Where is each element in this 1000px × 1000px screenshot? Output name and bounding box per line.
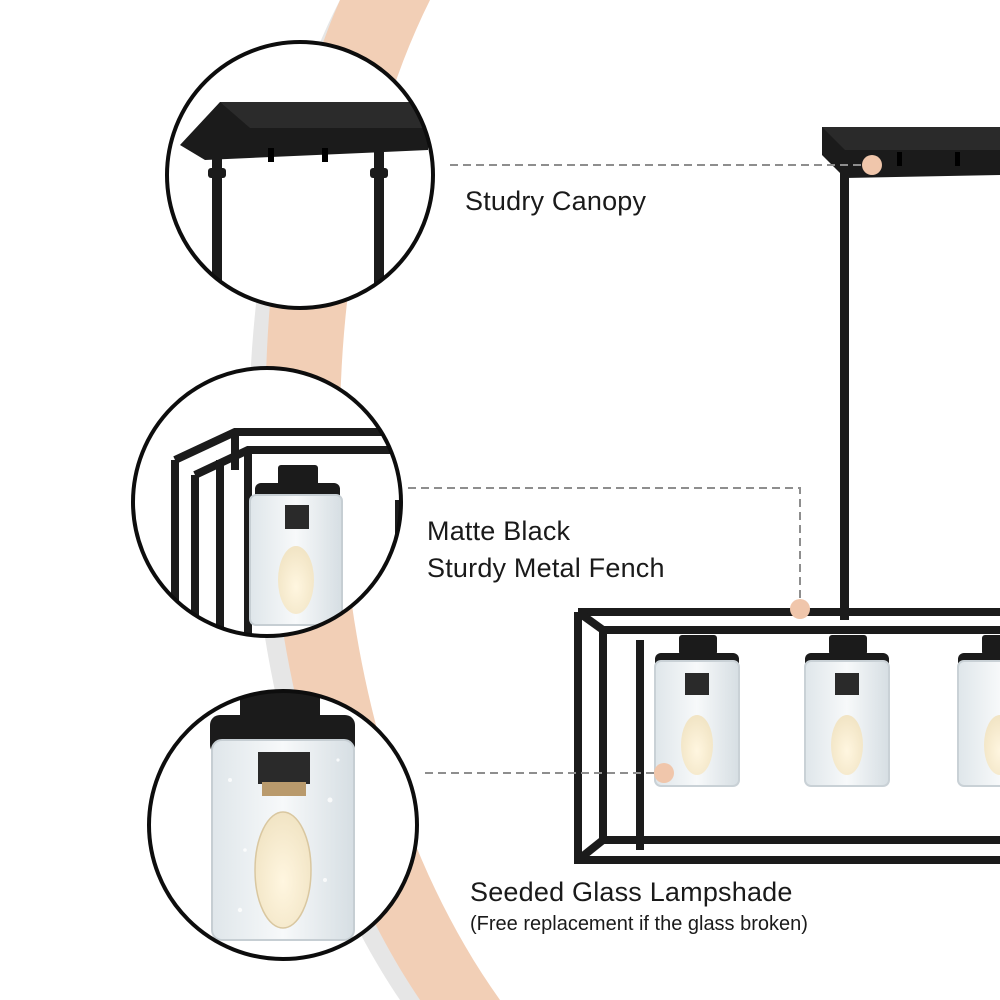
callout-dots	[654, 155, 882, 783]
frame-closeup-image	[131, 366, 403, 638]
canopy-label: Studry Canopy	[465, 186, 647, 216]
fixture-frame	[574, 608, 1000, 864]
callout-fence: Matte Black Sturdy Metal Fench	[427, 513, 665, 587]
fixture-rod	[840, 170, 849, 620]
dot-canopy	[862, 155, 882, 175]
lampshade-closeup-image	[147, 689, 419, 961]
leader-fence	[408, 487, 801, 605]
chandelier-fixture	[574, 127, 1000, 864]
glass-note: (Free replacement if the glass broken)	[470, 913, 808, 935]
fence-label-line2: Sturdy Metal Fench	[427, 553, 665, 583]
callout-leaders	[408, 164, 868, 774]
glass-label: Seeded Glass Lampshade	[470, 877, 793, 907]
callout-glass: Seeded Glass Lampshade (Free replacement…	[470, 874, 808, 937]
fixture-lamps	[654, 635, 1000, 787]
dot-fence	[790, 599, 810, 619]
canopy-closeup-image	[165, 40, 435, 310]
callout-canopy: Studry Canopy	[465, 183, 646, 220]
dot-glass	[654, 763, 674, 783]
fence-label-line1: Matte Black	[427, 516, 571, 546]
